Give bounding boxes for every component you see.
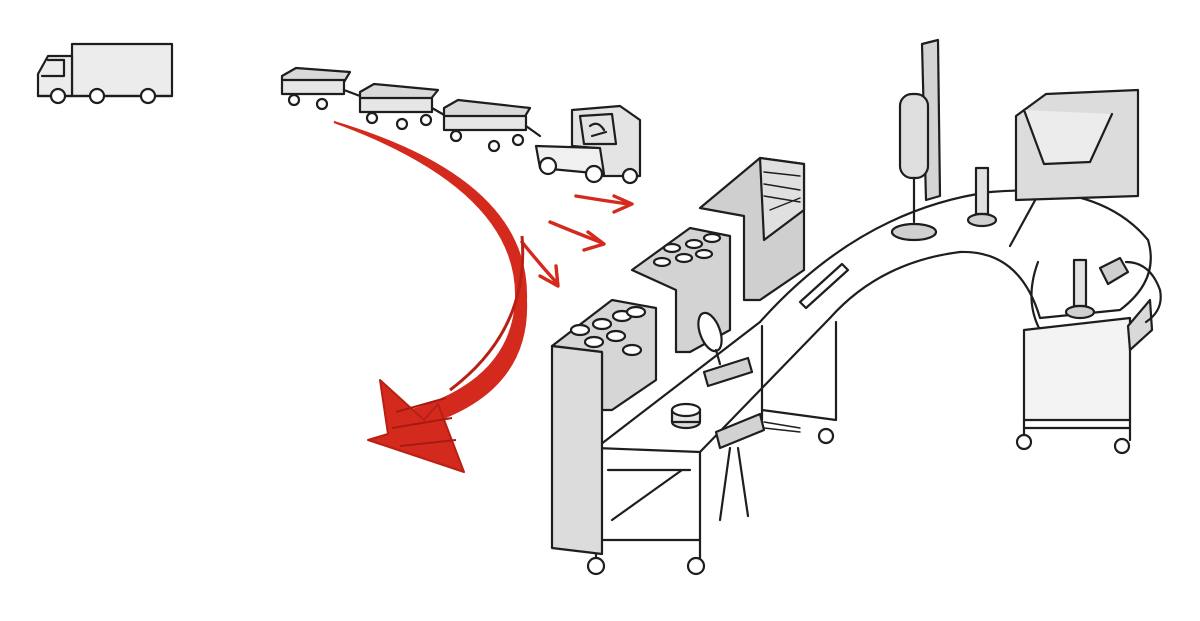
curved-arrow-icon: [333, 121, 528, 473]
tugger-train-icon: [280, 66, 642, 185]
truck-icon: [36, 42, 174, 105]
arrow-icon: [520, 194, 634, 288]
conveyor-icon: [550, 38, 1162, 576]
